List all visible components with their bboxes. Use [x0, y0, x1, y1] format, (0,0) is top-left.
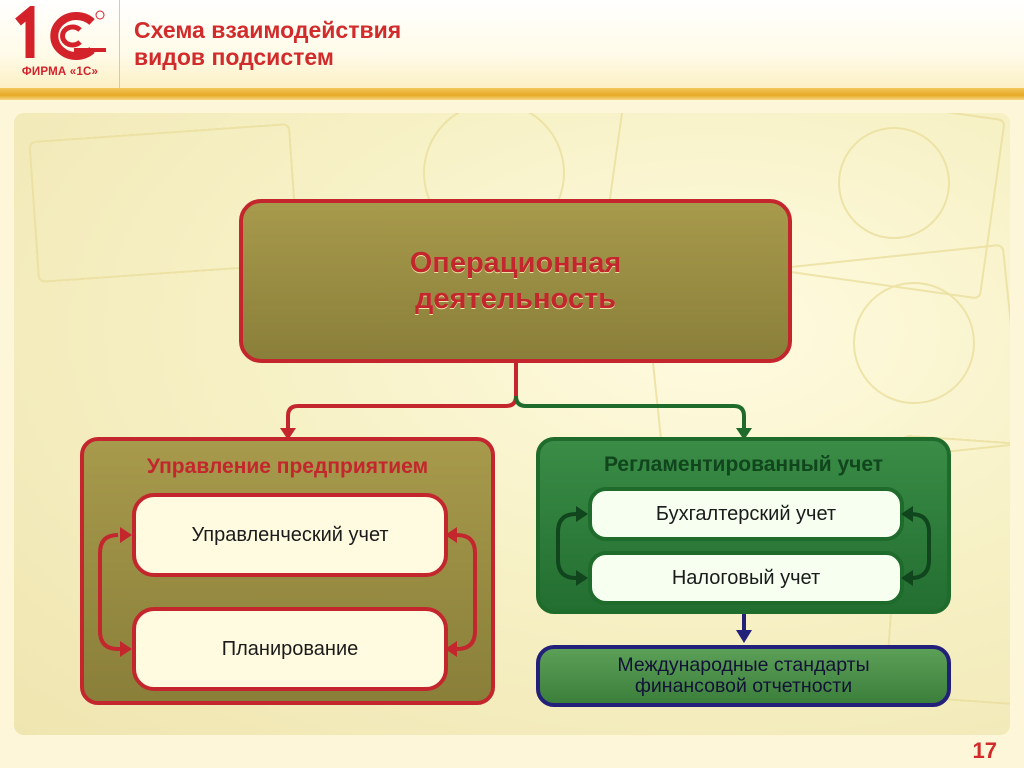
connector-top-to-management	[286, 363, 518, 430]
registered-mark-icon	[95, 10, 105, 20]
operational-activity-label: Операционная деятельность	[409, 247, 622, 315]
connector-top-to-regulated	[514, 395, 746, 430]
management-accounting-label: Управленческий учет	[191, 523, 389, 546]
arrow-to-management	[280, 428, 296, 440]
operational-activity-node: Операционная деятельность	[239, 199, 792, 363]
planning-node: Планирование	[132, 607, 448, 691]
bookkeeping-label: Бухгалтерский учет	[655, 502, 837, 525]
connector-regulated-to-ifrs	[736, 614, 752, 643]
logo-1c-icon: ФИРМА «1С»	[10, 2, 110, 84]
page-number: 17	[972, 738, 997, 763]
tax-accounting-node: Налоговый учет	[588, 551, 904, 605]
ifrs-label: Международные стандарты финансовой отчет…	[617, 654, 870, 697]
management-accounting-node: Управленческий учет	[132, 493, 448, 577]
header-divider	[119, 0, 120, 88]
regulated-accounting-title: Регламентированный учет	[603, 453, 884, 476]
management-bidirectional-arrows	[98, 527, 477, 657]
logo-caption: ФИРМА «1С»	[21, 66, 99, 78]
regulated-accounting-group: Регламентированный учет Бухгалтерский уч…	[536, 437, 951, 614]
enterprise-management-title: Управление предприятием	[146, 455, 429, 478]
tax-accounting-label: Налоговый учет	[671, 566, 821, 589]
ifrs-node: Международные стандарты финансовой отчет…	[536, 645, 951, 707]
header-accent-bar	[0, 88, 1024, 100]
enterprise-management-group: Управление предприятием Управленческий у…	[80, 437, 495, 705]
header: ФИРМА «1С» Схема взаимодействия видов по…	[0, 0, 1024, 92]
planning-label: Планирование	[221, 637, 359, 660]
regulated-bidirectional-arrows	[556, 506, 931, 586]
bookkeeping-node: Бухгалтерский учет	[588, 487, 904, 541]
slide-title: Схема взаимодействия видов подсистем	[134, 17, 402, 70]
arrow-to-regulated	[736, 428, 752, 440]
